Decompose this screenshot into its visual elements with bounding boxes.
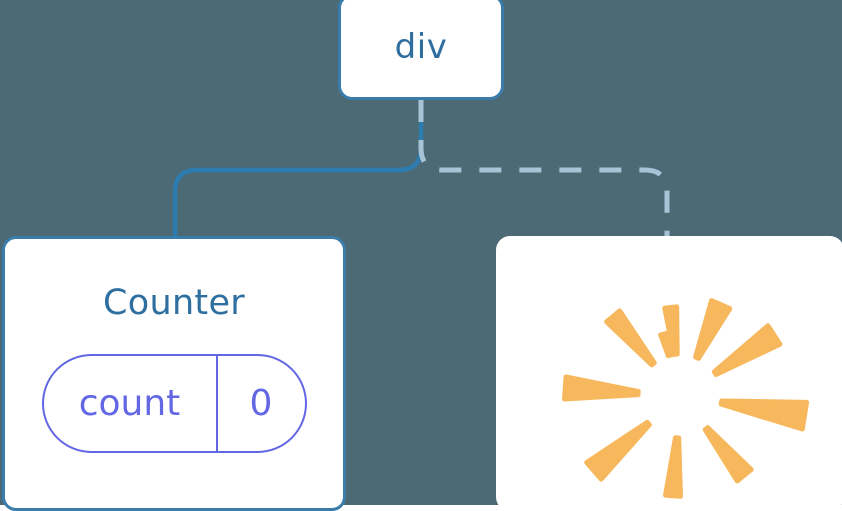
ray-6 [663,435,684,499]
ray-7 [702,425,754,484]
ray-3 [604,308,657,368]
node-counter[interactable]: Counter count 0 [2,236,346,511]
state-pill-count[interactable]: count 0 [41,354,307,453]
ray-10 [658,330,674,359]
node-div[interactable]: div [338,0,504,100]
ray-8 [718,398,810,432]
state-key-label: count [78,382,181,424]
ray-5 [584,419,652,482]
node-counter-title: Counter [103,283,245,323]
state-pill-key: count [44,356,218,451]
sparkle-burst-icon [562,298,810,499]
ray-4 [562,374,641,402]
ray-9 [711,323,783,377]
edge-div-counter [172,100,424,240]
node-div-label: div [394,27,448,67]
state-value-label: 0 [249,382,273,424]
edge-div-rerender [418,100,670,240]
state-pill-value: 0 [218,356,305,451]
ray-2 [662,304,680,357]
node-rerender[interactable] [496,236,842,511]
ray-1 [693,298,733,361]
